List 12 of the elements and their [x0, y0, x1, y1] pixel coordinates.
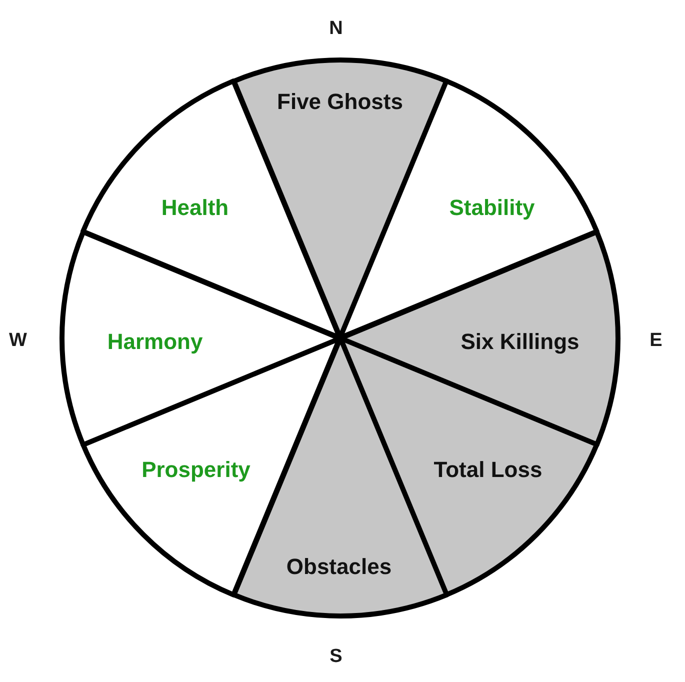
compass-direction-label: W: [9, 330, 27, 352]
sector-label: Obstacles: [286, 554, 392, 580]
compass-direction-label: S: [330, 646, 342, 668]
sector-label: Six Killings: [460, 328, 580, 355]
compass-direction-label: E: [650, 330, 662, 352]
sector-label: Health: [161, 194, 229, 221]
compass-direction-label: N: [329, 18, 343, 40]
sector-label: Harmony: [107, 328, 203, 355]
sector-label: Stability: [449, 194, 535, 221]
sector-label: Prosperity: [142, 457, 250, 483]
sector-label: Total Loss: [434, 457, 542, 483]
sector-label: Five Ghosts: [277, 89, 403, 115]
